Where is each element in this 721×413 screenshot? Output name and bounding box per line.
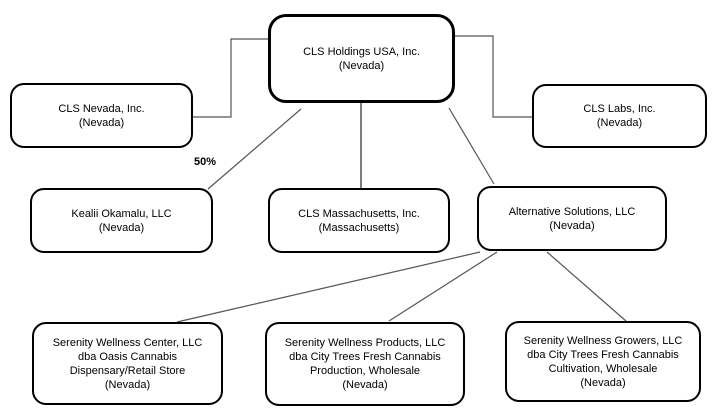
- connector-holdings-to-alternative: [448, 107, 495, 185]
- node-sublabel: (Nevada): [549, 219, 595, 232]
- node-dba-line: dba City Trees Fresh Cannabis: [527, 348, 679, 361]
- node-label: Alternative Solutions, LLC: [508, 205, 636, 218]
- node-sublabel: (Nevada): [78, 116, 125, 129]
- connector-holdings-to-nevada: [193, 38, 268, 118]
- node-serenity-wellness-products: Serenity Wellness Products, LLC dba City…: [265, 322, 465, 406]
- node-sublabel: (Nevada): [580, 376, 626, 389]
- node-kealii-okamalu: Kealii Okamalu, LLC (Nevada): [30, 188, 213, 253]
- node-sublabel: (Nevada): [338, 59, 385, 72]
- node-business-line: Dispensary/Retail Store: [69, 364, 186, 377]
- node-label: CLS Holdings USA, Inc.: [303, 45, 420, 58]
- node-sublabel: (Massachusetts): [318, 221, 400, 234]
- node-alternative-solutions: Alternative Solutions, LLC (Nevada): [477, 186, 667, 251]
- node-sublabel: (Nevada): [104, 378, 151, 391]
- ownership-percentage-label: 50%: [194, 156, 217, 168]
- node-sublabel: (Nevada): [98, 221, 145, 234]
- node-business-line: Production, Wholesale: [309, 365, 421, 377]
- node-serenity-wellness-center: Serenity Wellness Center, LLC dba Oasis …: [32, 322, 223, 405]
- node-sublabel: (Nevada): [342, 379, 388, 391]
- connector-alternative-to-products: [388, 251, 498, 322]
- node-label: Serenity Wellness Growers, LLC: [523, 334, 683, 347]
- node-label: CLS Nevada, Inc.: [58, 102, 145, 115]
- node-dba-line: dba City Trees Fresh Cannabis: [289, 351, 441, 363]
- node-business-line: Cultivation, Wholesale: [548, 362, 658, 375]
- node-cls-nevada: CLS Nevada, Inc. (Nevada): [10, 83, 193, 148]
- connector-holdings-to-labs: [455, 35, 532, 118]
- connector-alternative-to-growers: [546, 251, 627, 322]
- node-label: CLS Massachusetts, Inc.: [298, 207, 420, 220]
- connector-alternative-to-center: [176, 251, 481, 323]
- connector-holdings-to-kealii: [207, 108, 302, 190]
- node-cls-holdings: CLS Holdings USA, Inc. (Nevada): [268, 14, 455, 103]
- node-sublabel: (Nevada): [596, 117, 643, 129]
- node-cls-massachusetts: CLS Massachusetts, Inc. (Massachusetts): [268, 188, 450, 253]
- node-label: Serenity Wellness Products, LLC: [284, 337, 446, 349]
- node-cls-labs: CLS Labs, Inc. (Nevada): [532, 84, 707, 148]
- node-serenity-wellness-growers: Serenity Wellness Growers, LLC dba City …: [505, 321, 701, 402]
- node-label: CLS Labs, Inc.: [583, 103, 656, 115]
- node-label: Kealii Okamalu, LLC: [71, 207, 172, 220]
- node-dba-line: dba Oasis Cannabis: [77, 350, 178, 363]
- node-label: Serenity Wellness Center, LLC: [52, 336, 203, 349]
